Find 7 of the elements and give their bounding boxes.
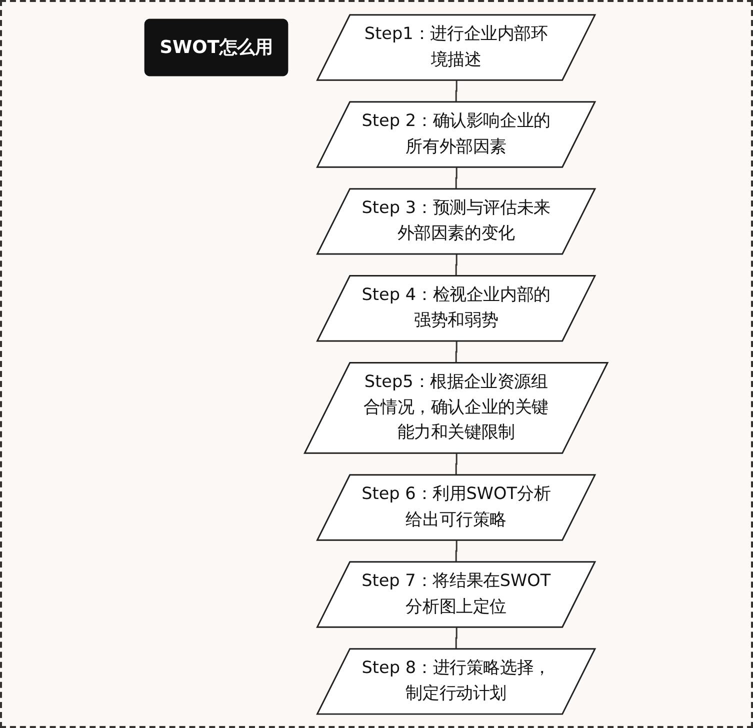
- connector: [456, 453, 458, 476]
- connector: [456, 254, 458, 277]
- connector: [456, 627, 458, 650]
- connector: [456, 341, 458, 364]
- connector: [456, 167, 458, 190]
- connector: [456, 80, 458, 103]
- connector: [456, 540, 458, 563]
